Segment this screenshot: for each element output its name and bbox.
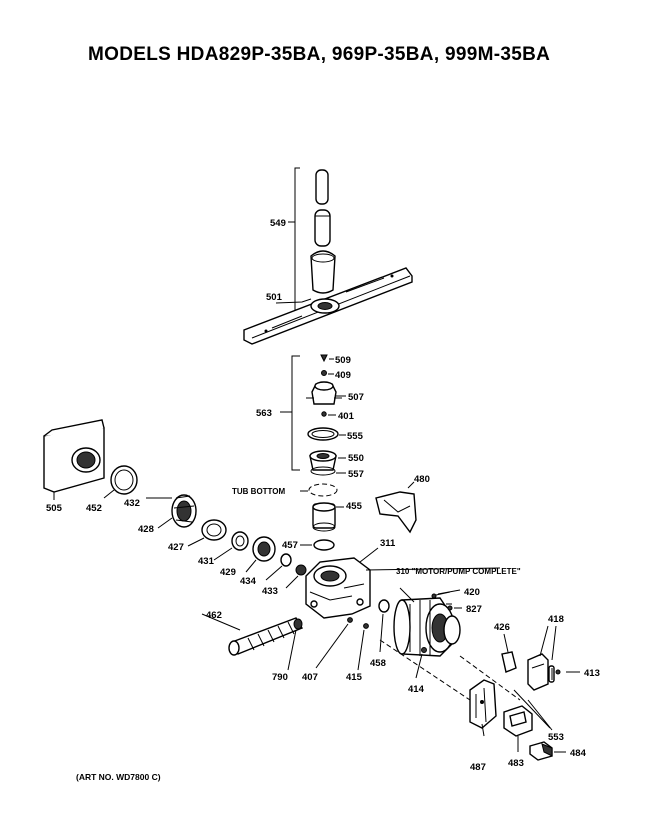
callout-418: 418 (548, 614, 564, 625)
part-462-drain-hose (201, 613, 304, 656)
part-428-impeller (146, 494, 197, 529)
part-501-spray-arm (243, 267, 413, 345)
callout-413: 413 (584, 668, 600, 679)
callout-507: 507 (348, 392, 364, 403)
callout-415: 415 (346, 672, 363, 683)
callout-431: 431 (198, 556, 215, 567)
callout-429: 429 (220, 567, 236, 578)
callout-462: 462 (206, 610, 222, 621)
callout-414: 414 (408, 684, 425, 695)
callout-433: 433 (262, 586, 278, 597)
part-484-connector (529, 741, 566, 761)
callout-484: 484 (570, 748, 587, 759)
callout-452: 452 (86, 503, 102, 514)
part-509-409-fasteners (320, 354, 334, 376)
part-555-gasket (307, 427, 346, 441)
callout-455: 455 (346, 501, 363, 512)
part-434-seal (265, 553, 292, 581)
callout-tub-bottom: TUB BOTTOM (232, 487, 286, 496)
callout-487: 487 (470, 762, 486, 773)
part-455-pump-nut (312, 502, 344, 532)
page-title: MODELS HDA829P-35BA, 969P-35BA, 999M-35B… (88, 44, 551, 65)
callout-550: 550 (348, 453, 364, 464)
part-418-bracket-assembly (513, 625, 580, 731)
callout-505: 505 (46, 503, 63, 514)
part-550-557-nut-assembly (309, 450, 346, 476)
callout-480: 480 (414, 474, 430, 485)
part-507-manifold (280, 355, 346, 471)
callout-434: 434 (240, 576, 257, 587)
part-310-motor (365, 567, 501, 679)
art-number: (ART NO. WD7800 C) (76, 772, 161, 782)
callout-483: 483 (508, 758, 524, 769)
part-505-housing (43, 419, 105, 500)
callout-501: 501 (266, 292, 283, 303)
part-431-washer (213, 531, 249, 561)
callout-427: 427 (168, 542, 184, 553)
part-480-bracket (375, 481, 417, 534)
part-483-bracket (503, 705, 533, 752)
callout-458: 458 (370, 658, 386, 669)
part-426-switch (501, 633, 517, 673)
part-457-ring (300, 539, 335, 551)
callout-428: 428 (138, 524, 154, 535)
callout-509: 509 (335, 355, 351, 366)
callout-310-motor-pump-complete: 310 "MOTOR/PUMP COMPLETE" (396, 567, 521, 576)
part-420-827-screws (431, 589, 462, 611)
callout-401: 401 (338, 411, 355, 422)
callout-563: 563 (256, 408, 272, 419)
callout-407: 407 (302, 672, 318, 683)
part-415-screw (357, 623, 369, 671)
part-452-ring (103, 465, 138, 499)
callout-420: 420 (464, 587, 480, 598)
part-790-clamp (287, 618, 303, 671)
callout-labels: 549 501 509 409 507 563 401 555 550 557 … (46, 218, 600, 773)
assembly-guide-lines (379, 639, 521, 701)
part-407-screw (315, 617, 353, 669)
callout-311: 311 (380, 538, 396, 549)
callout-790: 790 (272, 672, 288, 683)
callout-457: 457 (282, 540, 298, 551)
callout-426: 426 (494, 622, 510, 633)
callout-549: 549 (270, 218, 286, 229)
callout-432: 432 (124, 498, 140, 509)
part-458-seal (378, 599, 390, 653)
part-311-pump-housing (305, 547, 379, 619)
callout-409: 409 (335, 370, 351, 381)
callout-827: 827 (466, 604, 482, 615)
part-429-gear (245, 536, 276, 573)
callout-553: 553 (548, 732, 564, 743)
part-487-bracket (469, 679, 497, 737)
part-433-cap (285, 564, 307, 589)
callout-557: 557 (348, 469, 364, 480)
part-427-seal (187, 519, 227, 547)
callout-555: 555 (347, 431, 364, 442)
tub-bottom-ring (300, 483, 338, 497)
part-549-wash-tube (288, 167, 336, 313)
